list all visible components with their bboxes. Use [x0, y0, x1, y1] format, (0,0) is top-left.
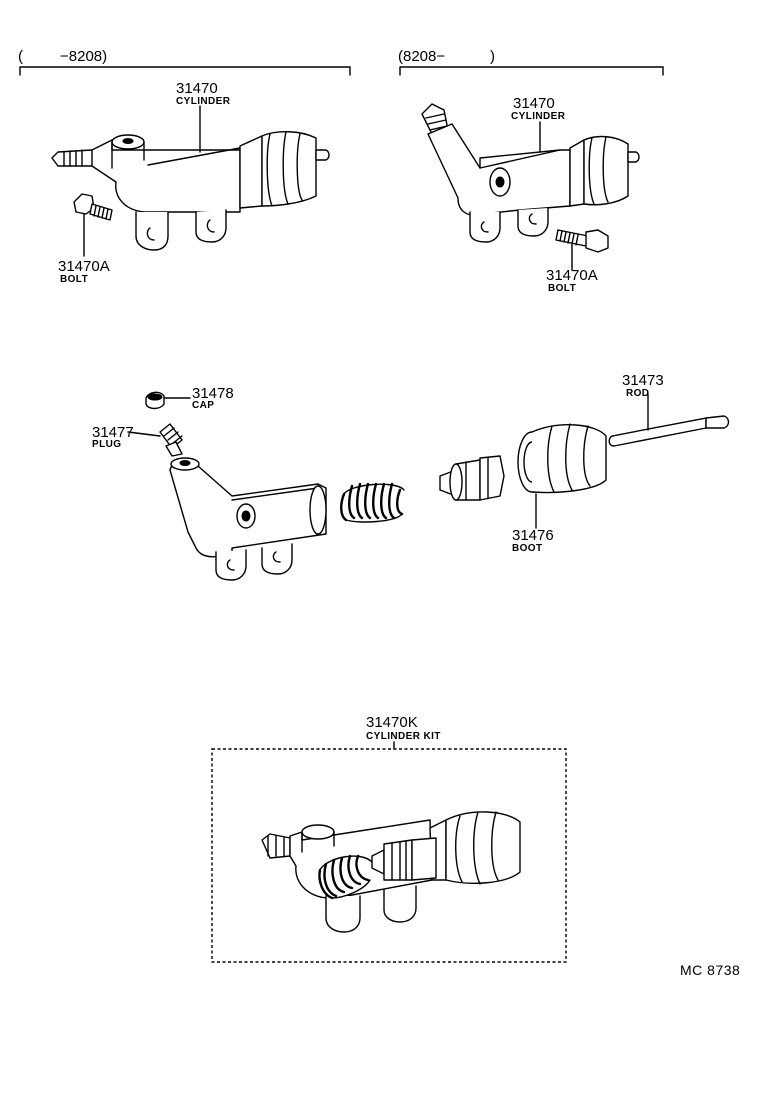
kit-dashed-frame — [211, 748, 567, 963]
diagram-code: MC 8738 — [680, 962, 740, 978]
range-left-line — [19, 66, 351, 76]
cap-drawing — [145, 391, 165, 410]
plug-name: PLUG — [92, 439, 121, 450]
kit-name: CYLINDER KIT — [366, 731, 441, 742]
range-right-line — [399, 66, 664, 76]
range-right-close: ) — [490, 48, 495, 65]
cylinder-late-number: 31470 — [513, 95, 555, 112]
cylinder-late-drawing — [421, 103, 640, 243]
cylinder-early-number: 31470 — [176, 80, 218, 97]
range-left-open: ( — [18, 48, 23, 65]
cylinder-late-name: CYLINDER — [511, 111, 566, 122]
piston-drawing — [439, 455, 505, 501]
boot-name: BOOT — [512, 543, 543, 554]
cap-name: CAP — [192, 400, 214, 411]
bolt-early-number: 31470A — [58, 258, 110, 275]
plug-drawing — [159, 423, 183, 457]
cap-number: 31478 — [192, 385, 234, 402]
leader-plug — [127, 431, 161, 437]
rod-drawing — [608, 415, 730, 447]
range-right-label: (8208− — [398, 48, 445, 65]
range-bracket-right: (8208− ) — [398, 48, 664, 76]
kit-piston-drawing — [371, 837, 437, 881]
rod-name: ROD — [626, 388, 649, 399]
bolt-early-name: BOLT — [60, 274, 88, 285]
kit-number: 31470K — [366, 714, 418, 731]
bolt-late-name: BOLT — [548, 283, 576, 294]
bare-cylinder-drawing — [169, 457, 327, 581]
boot-drawing — [517, 423, 607, 494]
range-bracket-left: ( −8208) — [18, 48, 351, 76]
rod-number: 31473 — [622, 372, 664, 389]
kit-spring-drawing — [318, 854, 373, 900]
cylinder-early-name: CYLINDER — [176, 96, 231, 107]
boot-number: 31476 — [512, 527, 554, 544]
bolt-early-drawing — [73, 193, 113, 221]
cylinder-early-drawing — [51, 131, 330, 251]
range-left-to: −8208) — [60, 48, 107, 65]
bolt-late-number: 31470A — [546, 267, 598, 284]
spring-drawing — [340, 482, 405, 523]
bolt-late-drawing — [555, 229, 609, 253]
plug-number: 31477 — [92, 424, 134, 441]
